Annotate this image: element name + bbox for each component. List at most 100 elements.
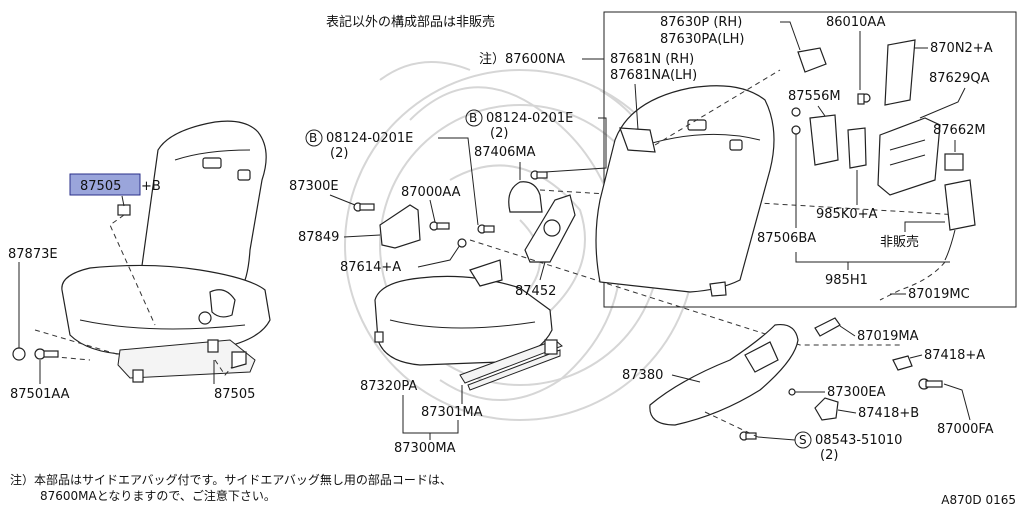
bolt-87501AA <box>34 348 59 360</box>
leader-08543 <box>757 436 796 441</box>
leader-87629QA <box>919 87 966 119</box>
label-hihanbai: 非販売 <box>880 234 919 250</box>
bracket-87556M <box>809 114 839 166</box>
leader-08124-b <box>544 117 607 173</box>
label-08543: 08543-51010 <box>815 433 902 448</box>
label-87019MA: 87019MA <box>857 329 919 344</box>
block-87662M <box>944 153 964 171</box>
leader-87630P <box>780 21 801 51</box>
leader-87418B <box>837 409 857 414</box>
leader-87873E <box>34 329 121 356</box>
airbag-module <box>944 179 976 231</box>
label-87000AA: 87000AA <box>401 185 461 200</box>
trim-87681N <box>619 127 656 153</box>
nut-87614A <box>457 238 467 248</box>
label-87630P: 87630P (RH) <box>660 15 742 30</box>
svg-text:B: B <box>309 131 317 145</box>
leader-87000AA <box>429 199 436 223</box>
label-87418B: 87418+B <box>858 406 919 421</box>
label-87000FA: 87000FA <box>937 422 994 437</box>
bracket-87629QA-ribs <box>889 139 926 166</box>
label-87600NA: 注）87600NA <box>479 52 565 67</box>
guide-87681N <box>654 69 781 146</box>
circle-B-label-1: B <box>305 129 323 147</box>
leader-87849 <box>343 234 381 238</box>
harness-87019MC-path <box>879 261 946 301</box>
guide-line-diagonal <box>469 239 900 346</box>
leader-87380 <box>671 374 701 383</box>
bolt-08124-a <box>477 224 495 234</box>
leader-87505-top <box>109 214 156 326</box>
leader-87452 <box>539 261 546 281</box>
nut-87556M <box>791 107 801 117</box>
highlight-87505[interactable] <box>69 173 141 196</box>
cover-87630P <box>797 47 827 73</box>
label-87406MA: 87406MA <box>474 145 536 160</box>
side-cover-87380-knob-recess <box>744 341 779 373</box>
diagram-code: A870D 0165 <box>941 493 1016 507</box>
leader-08124-a <box>438 137 479 226</box>
cover-87406MA <box>508 181 543 213</box>
bolt-87000AA <box>429 221 450 231</box>
label-87505-highlight[interactable]: 87505 <box>80 179 121 194</box>
knob-87418A <box>892 355 913 371</box>
seatback-87600NA <box>595 85 775 297</box>
bolt-08124-b <box>530 170 548 180</box>
bracket-87629QA <box>877 117 941 196</box>
label-08124-a-qty: (2) <box>330 146 348 161</box>
leader-87000FA <box>943 383 971 421</box>
seat-rail-87301MA <box>459 339 563 391</box>
cover-870N2A <box>884 39 916 106</box>
footer-note-line1: 注）本部品はサイドエアバッグ付です。サイドエアバッグ無し用の部品コードは、 <box>10 473 452 487</box>
bracket-985K0A <box>847 127 867 169</box>
seat-assembly-illustration <box>61 120 271 383</box>
leader-87614A <box>417 244 461 268</box>
nut-87873E <box>12 347 26 361</box>
screw-08543 <box>739 431 757 441</box>
leader-87505-hl <box>121 195 125 207</box>
label-87452: 87452 <box>515 284 556 299</box>
label-87300MA: 87300MA <box>394 441 456 456</box>
leader-87418A <box>909 354 923 359</box>
bracket-985H1 <box>795 252 950 263</box>
label-87556M: 87556M <box>788 89 841 104</box>
label-87301MA: 87301MA <box>421 405 483 420</box>
leader-87681N <box>634 83 639 131</box>
clip-87505 <box>231 351 247 369</box>
header-note: 表記以外の構成部品は非販売 <box>326 14 495 30</box>
footer-note-line2: 87600MAとなりますので、ご注意下さい。 <box>40 489 276 503</box>
clip-87300EA <box>788 388 796 396</box>
seatback-box <box>603 11 1017 308</box>
label-87380: 87380 <box>622 368 663 383</box>
label-985K0A: 985K0+A <box>816 207 878 222</box>
leader-hihanbai <box>904 221 945 232</box>
recliner-87452-hub <box>543 219 561 237</box>
label-87630PA: 87630PA(LH) <box>660 32 744 47</box>
circle-S-label: S <box>794 431 812 449</box>
seat-cushion-frame-87320PA <box>374 259 553 366</box>
leader-87556M <box>817 105 826 117</box>
label-87681NA: 87681NA(LH) <box>610 68 697 83</box>
svg-text:B: B <box>469 111 477 125</box>
bolt-86010AA <box>857 93 871 105</box>
knob-87418B <box>814 397 839 421</box>
circle-B-label-2: B <box>465 109 483 127</box>
label-87505-suffix: +B <box>141 179 161 194</box>
label-870N2A: 870N2+A <box>930 41 993 56</box>
label-08124-a: 08124-0201E <box>326 131 413 146</box>
nut-87506BA <box>791 125 801 135</box>
bolt-87300E <box>353 202 375 212</box>
label-87019MC: 87019MC <box>908 287 970 302</box>
label-08124-b-qty: (2) <box>490 126 508 141</box>
label-87614A: 87614+A <box>340 260 401 275</box>
label-87505-bottom: 87505 <box>214 387 255 402</box>
label-87418A: 87418+A <box>924 348 985 363</box>
label-87300E: 87300E <box>289 179 339 194</box>
label-87629QA: 87629QA <box>929 71 990 86</box>
label-87873E: 87873E <box>8 247 58 262</box>
label-86010AA: 86010AA <box>826 15 886 30</box>
label-87849: 87849 <box>298 230 339 245</box>
label-87662M: 87662M <box>933 123 986 138</box>
harness-87019MA <box>814 317 841 337</box>
